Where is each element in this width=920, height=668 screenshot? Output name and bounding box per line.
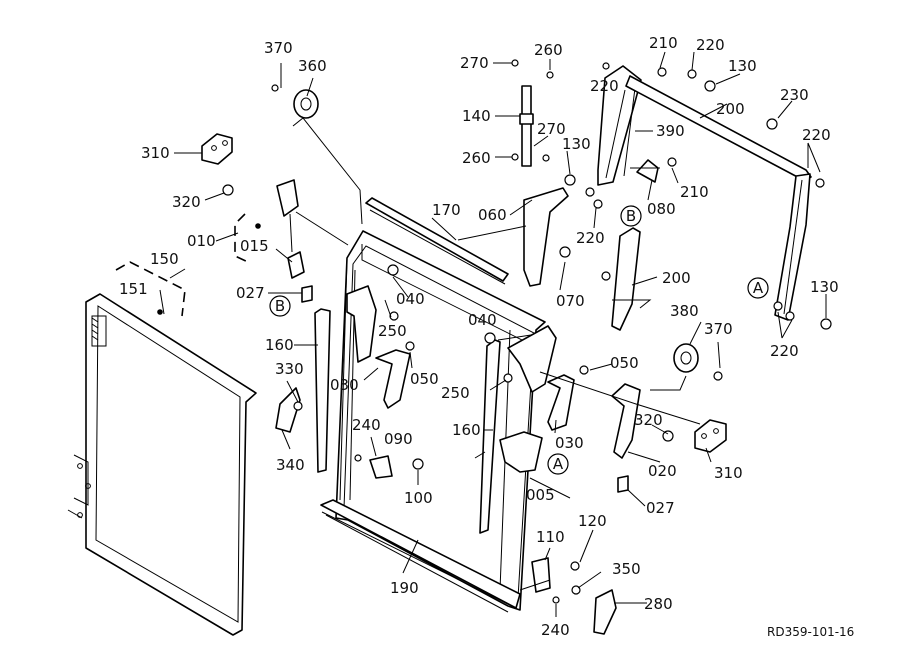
callout-label: 390 [656,122,685,140]
reference-label: A [553,455,564,473]
reference-mark-a2: A [547,453,569,475]
callout-label: 027 [236,284,265,302]
callout-label: 220 [696,36,725,54]
callout-label: 260 [462,149,491,167]
handles-brackets [275,285,641,635]
callout-label: 200 [662,269,691,287]
reference-label: A [753,279,764,297]
callout-label: 160 [265,336,294,354]
bolts [222,59,832,604]
callout-label: 030 [330,376,359,394]
callout-label: 220 [770,342,799,360]
callout-label: 015 [240,237,269,255]
callout-label: 310 [141,144,170,162]
callout-label: 320 [634,411,663,429]
callout-label: 220 [590,77,619,95]
callout-label: 210 [680,183,709,201]
wiper-linkage [519,65,812,331]
callout-label: 151 [119,280,148,298]
callout-label: 100 [404,489,433,507]
drawing-code: RD359-101-16 [767,625,854,639]
reference-label: B [626,207,636,225]
callout-label: 130 [810,278,839,296]
callout-label: 280 [644,595,673,613]
reference-mark-b1: B [269,295,291,317]
callout-label: 240 [541,621,570,639]
callout-label: 020 [648,462,677,480]
callout-label: 090 [384,430,413,448]
callout-label: 040 [396,290,425,308]
callout-label: 060 [478,206,507,224]
callout-label: 050 [610,354,639,372]
callout-label: 350 [612,560,641,578]
callout-label: 140 [462,107,491,125]
reference-mark-b2: B [620,205,642,227]
callout-label: 220 [576,229,605,247]
callout-label: 110 [536,528,565,546]
callout-label: 370 [704,320,733,338]
callout-label: 040 [468,311,497,329]
callout-label: 220 [802,126,831,144]
callout-label: 005 [526,486,555,504]
callout-label: 360 [298,57,327,75]
callout-label: 380 [670,302,699,320]
callout-label: 250 [378,322,407,340]
callout-label: 027 [646,499,675,517]
callout-label: 130 [562,135,591,153]
callout-label: 310 [714,464,743,482]
callout-label: 170 [432,201,461,219]
callout-label: 120 [578,512,607,530]
callout-label: 070 [556,292,585,310]
callout-label: 130 [728,57,757,75]
callout-label: 050 [410,370,439,388]
callout-label: 190 [390,579,419,597]
dampers [293,89,699,373]
leader-lines [159,51,827,617]
callout-label: 230 [780,86,809,104]
seal-strips [314,308,501,534]
latch [276,179,629,493]
pointer-dots [157,223,261,315]
callout-label: 270 [460,54,489,72]
callout-label: 330 [275,360,304,378]
glass-panel [67,293,257,636]
callout-label: 030 [555,434,584,452]
reference-label: B [275,297,285,315]
callout-label: 250 [441,384,470,402]
callout-label: 320 [172,193,201,211]
callout-label: 370 [264,39,293,57]
bottom-rail [320,499,521,613]
callout-label: 340 [276,456,305,474]
callout-label: 160 [452,421,481,439]
callout-label: 200 [716,100,745,118]
callout-labels: 370 360 310 320 010 015 027 150 151 160 … [119,34,854,639]
top-rail [365,197,509,285]
callout-label: 210 [649,34,678,52]
reference-mark-a1: A [747,277,769,299]
callout-label: 150 [150,250,179,268]
hinge-plates [201,133,727,453]
callout-label: 270 [537,120,566,138]
callout-label: 260 [534,41,563,59]
group-brackets [115,213,249,317]
callout-label: 240 [352,416,381,434]
callout-label: 010 [187,232,216,250]
callout-label: 080 [647,200,676,218]
